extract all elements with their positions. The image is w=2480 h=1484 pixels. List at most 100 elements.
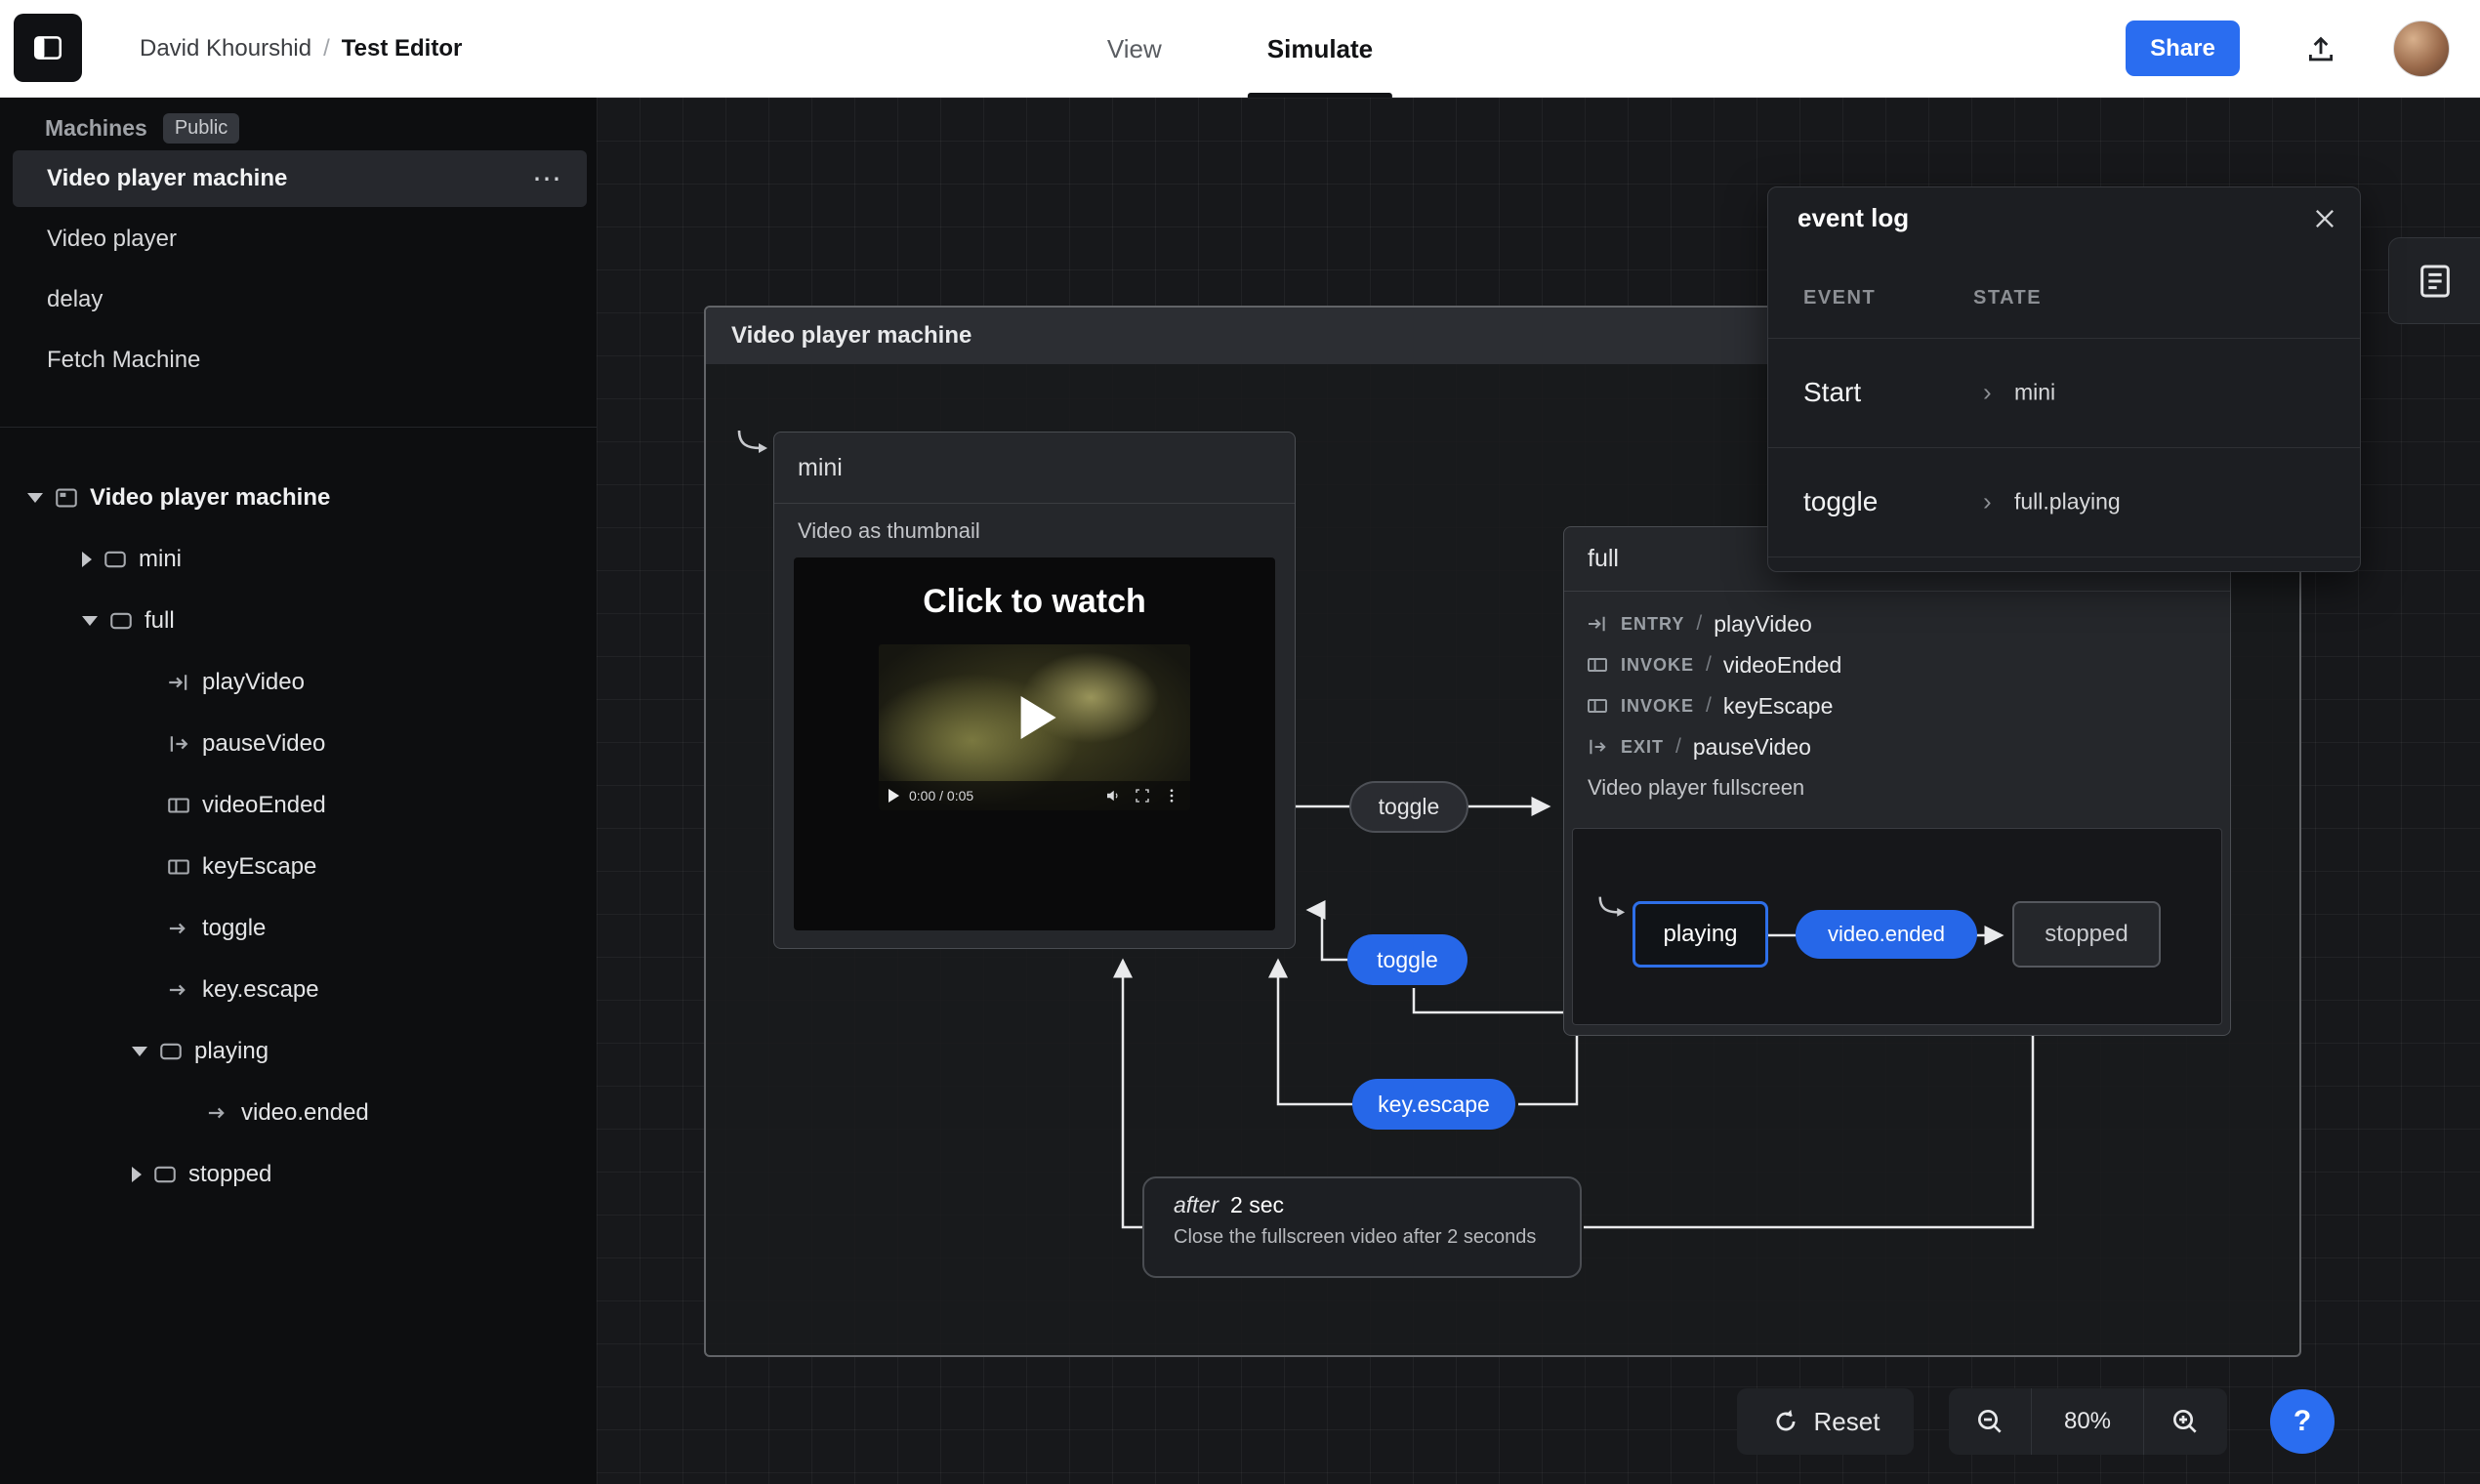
invoke-action-icon <box>166 793 191 818</box>
breadcrumb-author[interactable]: David Khourshid <box>140 35 311 62</box>
tree-item-pausevideo[interactable]: pauseVideo <box>0 713 597 774</box>
state-node-playing[interactable]: playing <box>1633 901 1768 968</box>
invoke-action-icon <box>1586 694 1609 718</box>
help-button[interactable]: ? <box>2270 1389 2335 1454</box>
event-log-panel-button[interactable] <box>2388 237 2480 324</box>
after-delay-value: 2 sec <box>1230 1192 1284 1218</box>
tree-item-video-player-machine[interactable]: Video player machine <box>0 467 597 528</box>
action-kind: EXIT <box>1621 737 1664 758</box>
event-log-title: event log <box>1798 203 1909 233</box>
state-node-mini-title[interactable]: mini <box>774 433 1295 504</box>
tree-item-keyescape[interactable]: keyEscape <box>0 836 597 897</box>
zoom-in-button[interactable] <box>2143 1388 2226 1455</box>
machine-item-video-player-machine[interactable]: Video player machine ⋯ <box>13 150 587 207</box>
machine-item-label: Fetch Machine <box>47 347 200 374</box>
state-node-mini-description: Video as thumbnail <box>774 504 1295 557</box>
tree-item-mini[interactable]: mini <box>0 528 597 590</box>
tree-item-label: video.ended <box>241 1099 369 1127</box>
tree-item-stopped[interactable]: stopped <box>0 1143 597 1205</box>
divider <box>1768 556 2360 557</box>
transition-toggle[interactable]: toggle <box>1349 781 1468 833</box>
state-icon <box>152 1162 178 1187</box>
avatar[interactable] <box>2393 21 2450 77</box>
entry-action-icon <box>166 670 191 695</box>
caret-down-icon[interactable] <box>82 616 98 626</box>
tree-item-playvideo[interactable]: playVideo <box>0 651 597 713</box>
state-icon <box>108 608 134 634</box>
after-transition-node[interactable]: after 2 sec Close the fullscreen video a… <box>1142 1176 1582 1278</box>
exit-action-icon <box>1586 735 1609 759</box>
sidebar-toggle-button[interactable] <box>14 14 82 82</box>
transition-toggle[interactable]: toggle <box>1347 934 1467 985</box>
video-thumbnail[interactable]: 0:00 / 0:05 <box>879 644 1190 810</box>
action-entry-playvideo[interactable]: ENTRY / playVideo <box>1586 603 2230 644</box>
action-separator: / <box>1675 735 1681 759</box>
tree-item-full[interactable]: full <box>0 590 597 651</box>
machine-item-video-player[interactable]: Video player <box>0 209 597 269</box>
export-button[interactable] <box>2296 25 2345 74</box>
volume-icon[interactable] <box>1104 787 1122 804</box>
action-kind: INVOKE <box>1621 655 1694 676</box>
event-log-column-event: EVENT <box>1803 287 1876 309</box>
play-icon[interactable] <box>1020 696 1055 739</box>
action-separator: / <box>1696 612 1702 636</box>
tree-item-label: videoEnded <box>202 792 326 819</box>
breadcrumb-project-title[interactable]: Test Editor <box>342 35 463 62</box>
fullscreen-icon[interactable] <box>1134 787 1151 804</box>
tree-item-videoended[interactable]: videoEnded <box>0 774 597 836</box>
transition-key-escape[interactable]: key.escape <box>1352 1079 1515 1130</box>
machines-header: Machines Public <box>45 113 239 144</box>
machines-label: Machines <box>45 115 147 142</box>
state-node-full-description: Video player fullscreen <box>1588 775 2230 801</box>
tab-simulate[interactable]: Simulate <box>1244 0 1396 98</box>
tab-view[interactable]: View <box>1084 0 1185 98</box>
tree-item-key-escape[interactable]: key.escape <box>0 959 597 1020</box>
close-icon[interactable] <box>2311 205 2338 237</box>
initial-state-icon <box>1595 894 1629 927</box>
tab-label: Simulate <box>1267 34 1373 64</box>
event-arrow-icon <box>205 1100 230 1126</box>
kebab-menu-icon[interactable]: ⋯ <box>532 162 563 196</box>
event-log-row[interactable]: Start › mini <box>1768 338 2360 447</box>
public-badge: Public <box>163 113 239 144</box>
action-invoke-videoended[interactable]: INVOKE / videoEnded <box>1586 644 2230 685</box>
action-exit-pausevideo[interactable]: EXIT / pauseVideo <box>1586 726 2230 767</box>
event-log-column-state: STATE <box>1973 287 2042 309</box>
transition-video-ended[interactable]: video.ended <box>1796 910 1977 959</box>
play-icon[interactable] <box>889 789 899 803</box>
tree-item-label: pauseVideo <box>202 730 325 758</box>
reset-label: Reset <box>1814 1407 1881 1437</box>
kebab-menu-icon[interactable] <box>1163 787 1180 804</box>
caret-right-icon[interactable] <box>82 552 92 567</box>
tree-item-playing[interactable]: playing <box>0 1020 597 1082</box>
tree-item-label: playing <box>194 1038 269 1065</box>
tree-item-label: full <box>145 607 175 635</box>
machine-item-fetch-machine[interactable]: Fetch Machine <box>0 330 597 391</box>
state-icon <box>158 1039 184 1064</box>
state-tree: Video player machine mini full playVideo… <box>0 467 597 1205</box>
refresh-icon <box>1771 1407 1800 1436</box>
reset-button[interactable]: Reset <box>1737 1388 1914 1455</box>
event-state: mini <box>2014 380 2055 406</box>
upload-icon <box>2304 33 2337 66</box>
action-invoke-keyescape[interactable]: INVOKE / keyEscape <box>1586 685 2230 726</box>
action-kind: INVOKE <box>1621 696 1694 717</box>
caret-down-icon[interactable] <box>27 493 43 503</box>
tree-item-label: playVideo <box>202 669 305 696</box>
action-kind: ENTRY <box>1621 614 1684 635</box>
tree-item-video-ended[interactable]: video.ended <box>0 1082 597 1143</box>
caret-right-icon[interactable] <box>132 1167 142 1182</box>
caret-down-icon[interactable] <box>132 1047 147 1056</box>
zoom-level[interactable]: 80% <box>2032 1388 2143 1455</box>
tree-item-label: keyEscape <box>202 853 316 881</box>
zoom-out-button[interactable] <box>1949 1388 2032 1455</box>
state-icon <box>103 547 128 572</box>
share-button[interactable]: Share <box>2126 21 2240 76</box>
event-log-row[interactable]: toggle › full.playing <box>1768 447 2360 556</box>
initial-state-icon <box>734 428 771 464</box>
state-node-mini[interactable]: mini Video as thumbnail Click to watch 0… <box>773 432 1296 949</box>
machine-item-delay[interactable]: delay <box>0 269 597 330</box>
state-node-stopped[interactable]: stopped <box>2012 901 2161 968</box>
tree-item-toggle[interactable]: toggle <box>0 897 597 959</box>
event-arrow-icon <box>166 977 191 1003</box>
